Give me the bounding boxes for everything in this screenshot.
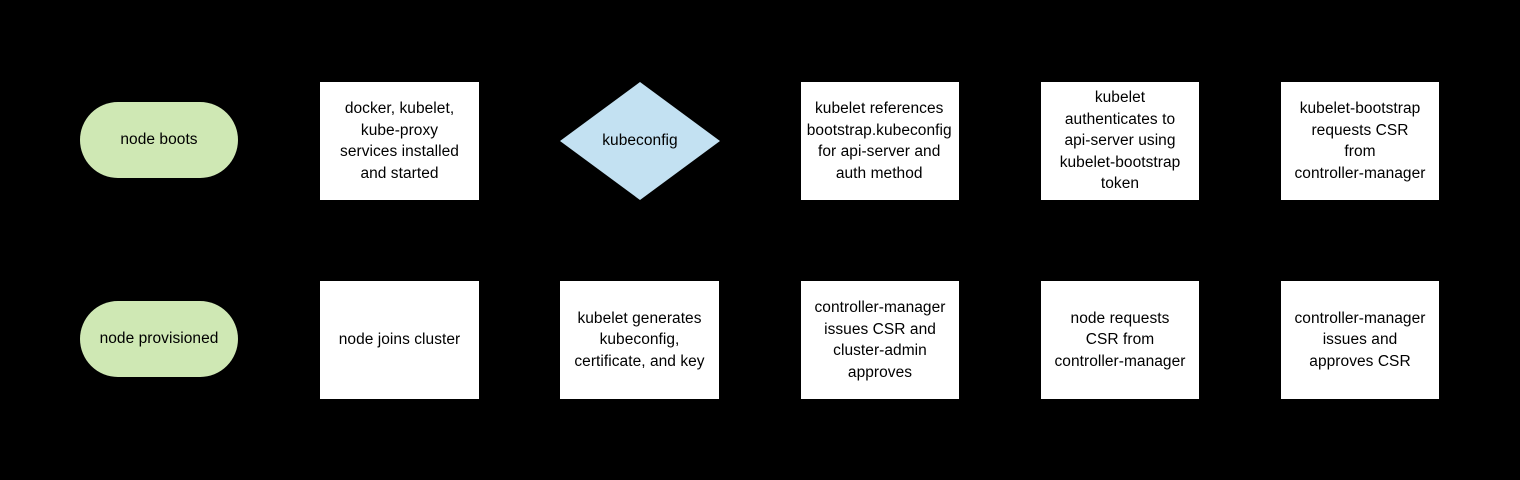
flow-node-kubelet-authenticates[interactable]: kubelet authenticates to api-server usin… xyxy=(1041,82,1199,200)
node-label: controller-manager issues CSR and cluste… xyxy=(814,299,946,381)
flow-node-services-installed[interactable]: docker, kubelet, kube-proxy services ins… xyxy=(320,82,479,200)
node-label: docker, kubelet, kube-proxy services ins… xyxy=(340,100,459,182)
flow-node-node-provisioned[interactable]: node provisioned xyxy=(80,301,238,377)
flow-node-node-joins-cluster[interactable]: node joins cluster xyxy=(320,281,479,399)
node-label: node boots xyxy=(120,131,198,149)
node-label: node joins cluster xyxy=(338,331,461,349)
flow-node-node-boots[interactable]: node boots xyxy=(80,102,238,178)
flow-node-bootstrap-requests-csr[interactable]: kubelet-bootstrap requests CSR from cont… xyxy=(1281,82,1439,200)
flow-node-kubeconfig-decision[interactable]: kubeconfig xyxy=(560,82,720,200)
node-label: kubelet authenticates to api-server usin… xyxy=(1059,89,1181,193)
node-label: node requests CSR from controller-manage… xyxy=(1054,309,1186,370)
node-label: kubelet generates kubeconfig, certificat… xyxy=(574,309,705,370)
node-label: node provisioned xyxy=(99,330,219,348)
node-label: kubeconfig xyxy=(602,132,678,150)
flow-node-controller-issues-csr[interactable]: controller-manager issues CSR and cluste… xyxy=(801,281,959,399)
node-label: controller-manager issues and approves C… xyxy=(1294,309,1426,370)
flow-node-controller-approves-csr[interactable]: controller-manager issues and approves C… xyxy=(1281,281,1439,399)
flow-node-node-requests-csr[interactable]: node requests CSR from controller-manage… xyxy=(1041,281,1199,399)
flow-node-kubelet-references-bootstrap[interactable]: kubelet references bootstrap.kubeconfig … xyxy=(801,82,959,200)
diamond-shape-icon xyxy=(560,82,720,200)
flow-node-kubelet-generates[interactable]: kubelet generates kubeconfig, certificat… xyxy=(560,281,719,399)
node-label: kubelet-bootstrap requests CSR from cont… xyxy=(1294,100,1426,182)
node-label: kubelet references bootstrap.kubeconfig … xyxy=(806,100,952,182)
